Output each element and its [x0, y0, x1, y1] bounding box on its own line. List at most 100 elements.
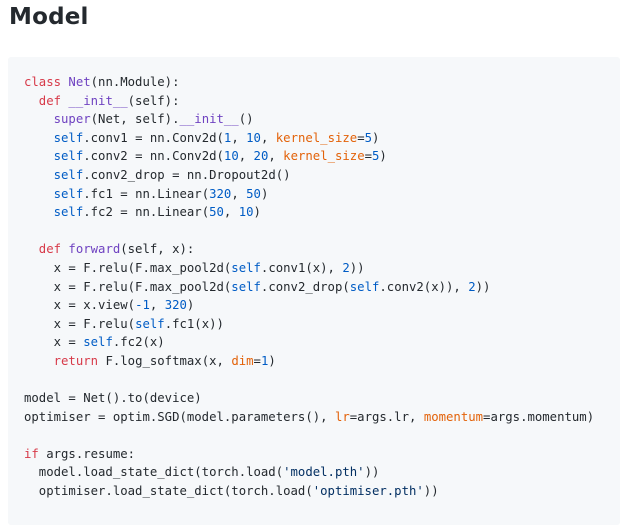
code-token	[24, 149, 54, 163]
code-token: 10	[238, 205, 254, 220]
code-token	[24, 168, 54, 182]
code-token: -1	[135, 298, 150, 313]
code-token: .fc2 = nn.Linear(	[83, 205, 210, 220]
code-block: class Net(nn.Module): def __init__(self)…	[8, 57, 620, 525]
code-token: .conv1(x),	[260, 260, 343, 275]
code-line: ​	[24, 222, 594, 241]
code-token: 5	[364, 130, 373, 145]
code-token: ))	[423, 484, 439, 499]
code-token: self	[53, 149, 84, 164]
code-token	[24, 354, 54, 368]
code-line: super(Net, self).__init__()	[24, 110, 594, 129]
code-line: optimiser.load_state_dict(torch.load('op…	[24, 482, 594, 501]
code-token: self	[53, 205, 84, 220]
code-token: .conv2_drop = nn.Dropout2d()	[83, 167, 291, 182]
code-line: x = F.relu(F.max_pool2d(self.conv2_drop(…	[24, 278, 594, 297]
code-line: self.conv1 = nn.Conv2d(1, 10, kernel_siz…	[24, 129, 594, 148]
code-token: 1	[223, 130, 232, 145]
code-token: ))	[475, 279, 491, 294]
code-token: 50	[246, 186, 261, 201]
code-token: 320	[164, 298, 187, 313]
code-token	[24, 131, 54, 145]
code-token	[24, 205, 54, 219]
code-token: momentum	[423, 409, 484, 424]
code-line: def __init__(self):	[24, 92, 594, 111]
code-token: =	[253, 353, 261, 368]
code-token: )	[260, 186, 269, 201]
code-line: self.fc2 = nn.Linear(50, 10)	[24, 203, 594, 222]
code-token: ,	[260, 130, 276, 145]
code-token: ,	[223, 205, 239, 220]
code-line: self.conv2 = nn.Conv2d(10, 20, kernel_si…	[24, 147, 594, 166]
code-line: self.fc1 = nn.Linear(320, 50)	[24, 185, 594, 204]
code-line: ​	[24, 371, 594, 390]
code-token: )	[372, 130, 380, 145]
code-token: self	[231, 260, 261, 275]
code-token: __init__	[68, 93, 128, 108]
code-token: return	[53, 353, 106, 368]
code-line: model = Net().to(device)	[24, 389, 594, 408]
code-line: model.load_state_dict(torch.load('model.…	[24, 463, 594, 482]
code-token: ()	[238, 112, 254, 127]
code-token: x = F.relu(	[24, 316, 136, 331]
code-content: class Net(nn.Module): def __init__(self)…	[24, 73, 594, 501]
code-token: ))	[349, 260, 365, 275]
code-token: kernel_size	[275, 130, 358, 145]
code-token: x = F.relu(F.max_pool2d(	[24, 260, 232, 275]
code-token: class	[24, 75, 69, 89]
code-token: x = F.relu(F.max_pool2d(	[24, 279, 232, 294]
code-token: self	[83, 335, 113, 350]
code-token: 5	[372, 149, 380, 164]
code-token: 10	[246, 130, 261, 145]
code-token: Net	[68, 75, 91, 89]
code-token: 2	[468, 279, 476, 294]
code-line: ​	[24, 426, 594, 445]
code-token: 'model.pth'	[283, 465, 365, 480]
code-token: if	[24, 446, 47, 461]
code-token: x = x.view(	[24, 298, 136, 313]
code-token: super	[24, 112, 91, 127]
code-line: x = x.view(-1, 320)	[24, 296, 594, 315]
code-token: self	[349, 279, 380, 294]
code-line: if args.resume:	[24, 445, 594, 464]
code-token: ,	[238, 149, 254, 164]
code-token: 20	[253, 149, 269, 164]
code-line: class Net(nn.Module):	[24, 73, 594, 92]
code-token: .conv2 = nn.Conv2d(	[83, 149, 224, 164]
code-token: )	[186, 298, 195, 313]
code-token: __init__	[179, 112, 239, 127]
code-token: (Net, self).	[90, 112, 180, 127]
code-token: ))	[364, 465, 380, 480]
code-token	[24, 187, 54, 201]
code-token: =args.lr,	[349, 409, 424, 424]
code-line: x = F.relu(F.max_pool2d(self.conv1(x), 2…	[24, 259, 594, 278]
code-token: def	[24, 242, 69, 257]
code-token: )	[268, 353, 276, 368]
code-token: .fc1(x))	[164, 316, 224, 331]
code-token: (self, x):	[120, 242, 195, 257]
code-token: )	[253, 205, 261, 220]
code-token: lr	[334, 409, 350, 424]
code-token: (nn.Module):	[90, 75, 180, 89]
code-token: ,	[231, 130, 247, 145]
code-line: self.conv2_drop = nn.Dropout2d()	[24, 166, 594, 185]
code-line: x = self.fc2(x)	[24, 333, 594, 352]
code-token: self	[53, 130, 84, 145]
code-line: optimiser = optim.SGD(model.parameters()…	[24, 408, 594, 427]
code-line: return F.log_softmax(x, dim=1)	[24, 352, 594, 371]
code-token: 320	[209, 186, 232, 201]
code-token: args.resume:	[46, 446, 136, 461]
code-token: ,	[268, 149, 284, 164]
code-token: =	[364, 149, 373, 164]
code-token: self	[53, 167, 84, 182]
code-token: self	[53, 186, 84, 201]
code-token: def	[24, 93, 69, 108]
code-token: kernel_size	[283, 149, 365, 164]
code-token: model.load_state_dict(torch.load(	[24, 465, 284, 480]
code-token: self	[135, 316, 165, 331]
code-token: .fc1 = nn.Linear(	[83, 186, 210, 201]
code-token: =	[357, 130, 365, 145]
code-token: 1	[260, 353, 269, 368]
section-heading: Model	[9, 4, 89, 30]
code-token: self	[231, 279, 261, 294]
